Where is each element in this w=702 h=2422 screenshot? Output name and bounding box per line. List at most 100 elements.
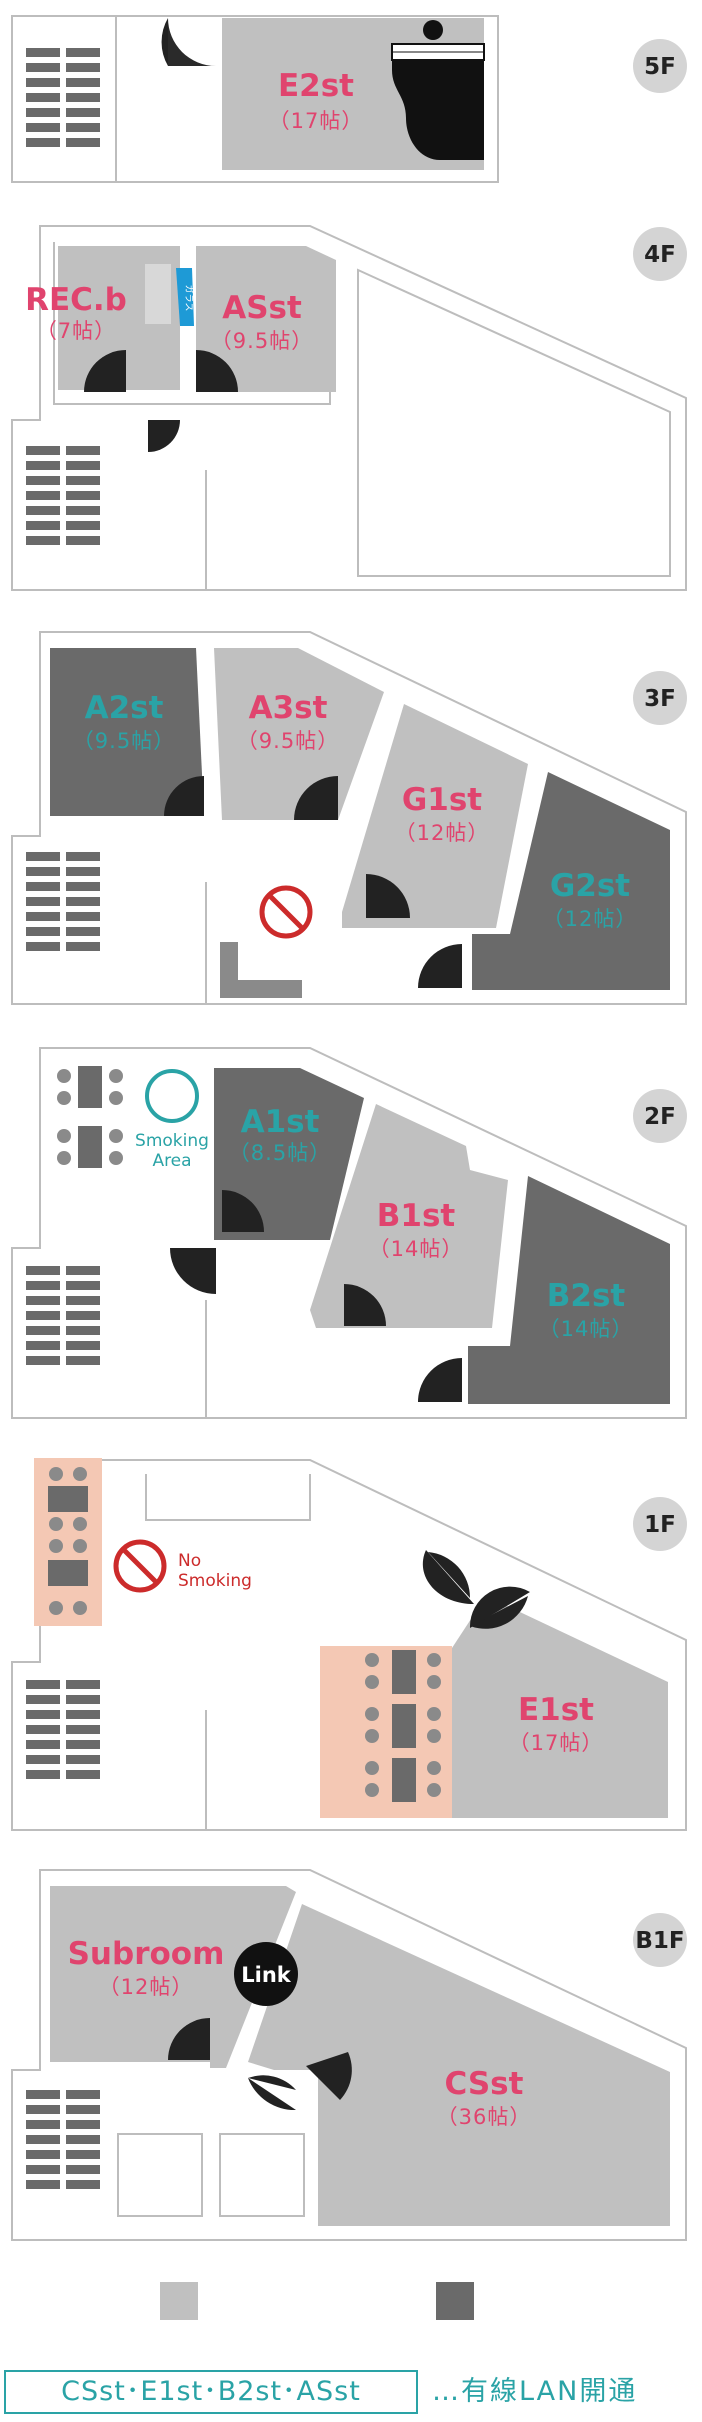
room-b2st	[468, 1176, 670, 1404]
room-name-g2st: G2st	[550, 868, 630, 904]
room-g1st	[342, 704, 528, 928]
room-size-a1st: （8.5帖）	[229, 1141, 331, 1165]
door-icon	[294, 776, 338, 820]
door-icon	[222, 1190, 264, 1232]
door-icon	[418, 1358, 462, 1402]
smoking-area-icon	[145, 1069, 199, 1123]
room-size-csst: （36帖）	[437, 2105, 532, 2129]
room-size-subroom: （12帖）	[99, 1975, 194, 1999]
room-assst	[196, 246, 336, 392]
door-icon	[366, 874, 410, 918]
room-name-a1st: A1st	[241, 1104, 320, 1140]
no-smoking-icon	[113, 1539, 167, 1593]
glass-label: ガラス	[183, 285, 194, 312]
no-smoking-label-2: Smoking	[178, 1571, 252, 1591]
door-icon	[168, 2018, 210, 2060]
link-icon: Link	[234, 1942, 298, 2006]
room-name-a3st: A3st	[249, 690, 328, 726]
stairs-icon	[26, 446, 100, 545]
door-icon	[84, 350, 126, 392]
floor-badge-1f: 1F	[633, 1497, 687, 1551]
lan-footer: CSst･E1st･B2st･ASst …有線LAN開通	[0, 2370, 702, 2420]
door-icon	[344, 1284, 386, 1326]
floor-badge-5f: 5F	[633, 39, 687, 93]
door-icon	[306, 2052, 352, 2100]
room-name-b1st: B1st	[377, 1198, 456, 1234]
floor-plan: E2st （17帖） 5F ガラス REC.b （7帖） ASst （9.5帖）…	[11, 15, 687, 2320]
smoking-area-label-2: Area	[152, 1151, 191, 1171]
no-smoking-label-1: No	[178, 1551, 201, 1571]
table-area-left	[34, 1458, 102, 1626]
table-set	[57, 1066, 123, 1168]
stairs-icon	[26, 48, 100, 147]
floor-badge-b1f: B1F	[633, 1913, 687, 1967]
floor-4f: ガラス REC.b （7帖） ASst （9.5帖） 4F	[11, 225, 687, 591]
floor-3f: A2st （9.5帖） A3st （9.5帖） G1st （12帖） G2st …	[11, 631, 687, 1005]
room-a3st	[214, 648, 384, 820]
floor-badge-3f: 3F	[633, 671, 687, 725]
room-name-a2st: A2st	[85, 690, 164, 726]
svg-text:B1F: B1F	[635, 1928, 684, 1954]
lan-note: …有線LAN開通	[432, 2376, 638, 2407]
link-label: Link	[241, 1963, 292, 1987]
table-area-right	[320, 1646, 452, 1818]
glass-window: ガラス	[176, 268, 194, 326]
no-smoking-icon	[259, 885, 313, 939]
svg-text:4F: 4F	[644, 242, 676, 268]
room-size-e1st: （17帖）	[509, 1731, 604, 1755]
room-size-g1st: （12帖）	[395, 821, 490, 845]
room-size-g2st: （12帖）	[543, 907, 638, 931]
room-size-assst: （9.5帖）	[211, 329, 313, 353]
svg-text:2F: 2F	[644, 1104, 676, 1130]
grand-piano-icon	[391, 20, 485, 160]
lan-rooms-box: CSst･E1st･B2st･ASst	[4, 2370, 418, 2414]
floor-badge-4f: 4F	[633, 227, 687, 281]
door-icon	[164, 776, 204, 816]
floor-b1f: Link Subroom （12帖） CSst （36帖） B1F	[11, 1869, 687, 2241]
room-name-e1st: E1st	[518, 1692, 594, 1728]
svg-text:1F: 1F	[644, 1512, 676, 1538]
room-a1st	[214, 1068, 364, 1240]
room-name-csst: CSst	[445, 2066, 524, 2102]
room-name-subroom: Subroom	[68, 1936, 225, 1972]
room-subroom	[50, 1886, 296, 2068]
door-icon	[170, 1248, 216, 1294]
room-name-rec-b: REC.b	[25, 282, 127, 318]
room-name-b2st: B2st	[547, 1278, 626, 1314]
door-icon	[168, 18, 216, 66]
room-size-e2st: （17帖）	[269, 109, 364, 133]
room-name-assst: ASst	[222, 290, 302, 326]
room-e1st	[452, 1596, 668, 1818]
stairs-icon	[26, 1266, 100, 1365]
room-size-b2st: （14帖）	[539, 1317, 634, 1341]
legend-swatch-light	[160, 2282, 198, 2320]
floor-badge-2f: 2F	[633, 1089, 687, 1143]
stairs-icon	[26, 852, 100, 951]
room-size-rec-b: （7帖）	[36, 319, 116, 343]
floor-1f: No Smoking E1st （17帖） 1F	[11, 1458, 687, 1831]
legend-swatch-dark	[436, 2282, 474, 2320]
floor-2f: Smoking Area A1st （8.5帖） B1st （14帖） B2st…	[11, 1047, 687, 1419]
room-b1st	[310, 1104, 508, 1328]
room-name-e2st: E2st	[278, 68, 354, 104]
door-icon	[418, 944, 462, 988]
room-size-b1st: （14帖）	[369, 1237, 464, 1261]
room-csst	[248, 1904, 670, 2226]
door-icon	[248, 2075, 296, 2111]
svg-text:5F: 5F	[644, 54, 676, 80]
room-g2st	[472, 772, 670, 990]
room-name-g1st: G1st	[402, 782, 482, 818]
door-icon	[148, 420, 180, 452]
floor-5f: E2st （17帖） 5F	[11, 15, 687, 183]
bench	[220, 942, 302, 998]
door-icon	[428, 1552, 471, 1598]
smoking-area-label-1: Smoking	[135, 1131, 209, 1151]
door-icon	[470, 1596, 528, 1629]
stairs-icon	[26, 1680, 100, 1779]
svg-text:3F: 3F	[644, 686, 676, 712]
stairs-icon	[26, 2090, 100, 2189]
door-icon	[196, 350, 238, 392]
room-size-a2st: （9.5帖）	[73, 729, 175, 753]
room-a2st	[50, 648, 204, 816]
room-size-a3st: （9.5帖）	[237, 729, 339, 753]
